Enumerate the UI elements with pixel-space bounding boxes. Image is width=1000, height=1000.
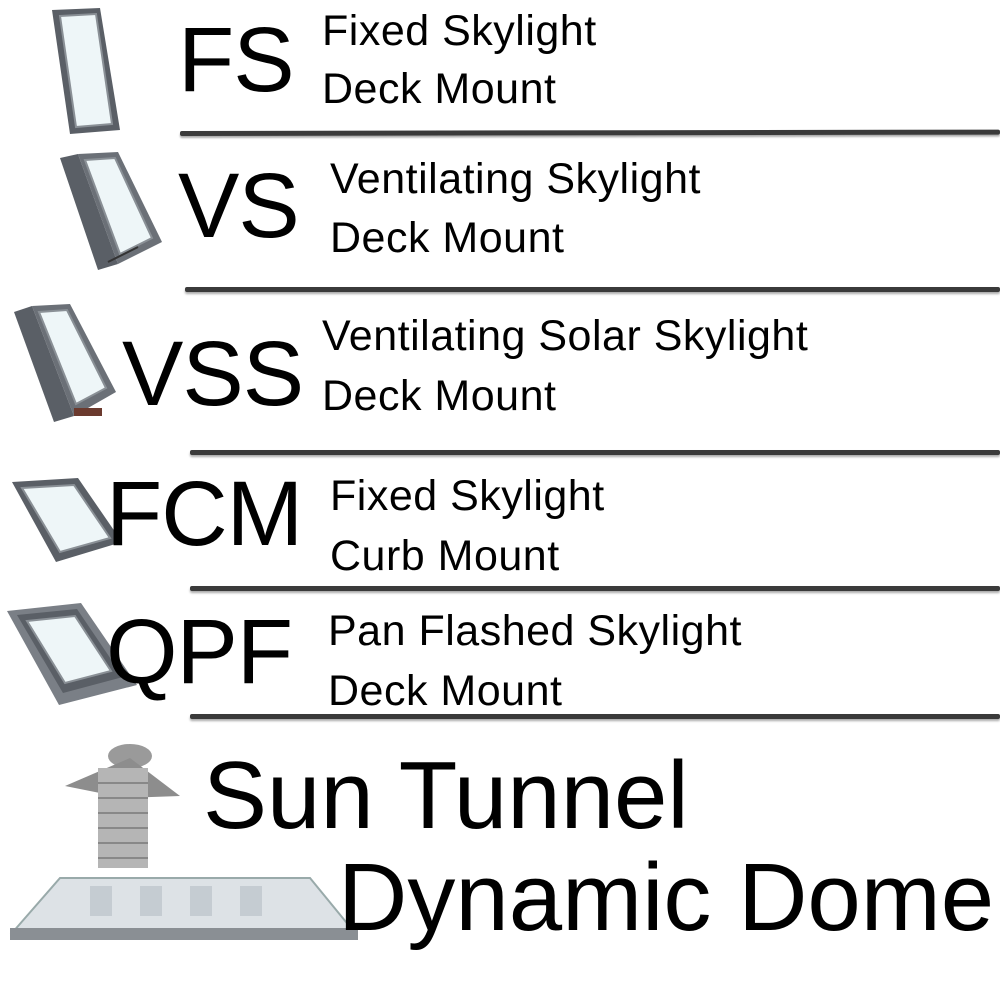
code-fcm: FCM (106, 463, 303, 565)
label-qpf-type: Pan Flashed Skylight (328, 607, 742, 655)
divider (185, 287, 1000, 292)
label-vs-type: Ventilating Skylight (330, 155, 701, 203)
label-vss-mount: Deck Mount (322, 372, 557, 420)
divider (190, 714, 1000, 719)
divider (190, 586, 1000, 591)
divider (179, 129, 1000, 136)
sun-tunnel-icon (9, 744, 358, 940)
dynamic-dome-title: Dynamic Dome (338, 844, 995, 951)
divider (190, 450, 1000, 455)
code-vss: VSS (122, 323, 304, 425)
code-vs: VS (178, 155, 300, 257)
fixed-skylight-icon (52, 8, 120, 134)
code-fs: FS (178, 9, 295, 111)
pan-flashed-skylight-icon (7, 603, 137, 705)
label-vs-mount: Deck Mount (330, 214, 565, 262)
label-fcm-type: Fixed Skylight (330, 472, 605, 520)
label-fcm-mount: Curb Mount (330, 532, 560, 580)
ventilating-skylight-icon (60, 152, 162, 270)
solar-skylight-icon (14, 304, 116, 422)
label-fs-type: Fixed Skylight (322, 7, 597, 55)
label-qpf-mount: Deck Mount (328, 667, 563, 715)
label-fs-mount: Deck Mount (322, 65, 557, 113)
label-vss-type: Ventilating Solar Skylight (322, 312, 809, 360)
code-qpf: QPF (106, 601, 293, 703)
curb-mount-skylight-icon (12, 478, 122, 562)
sun-tunnel-title: Sun Tunnel (203, 742, 689, 849)
